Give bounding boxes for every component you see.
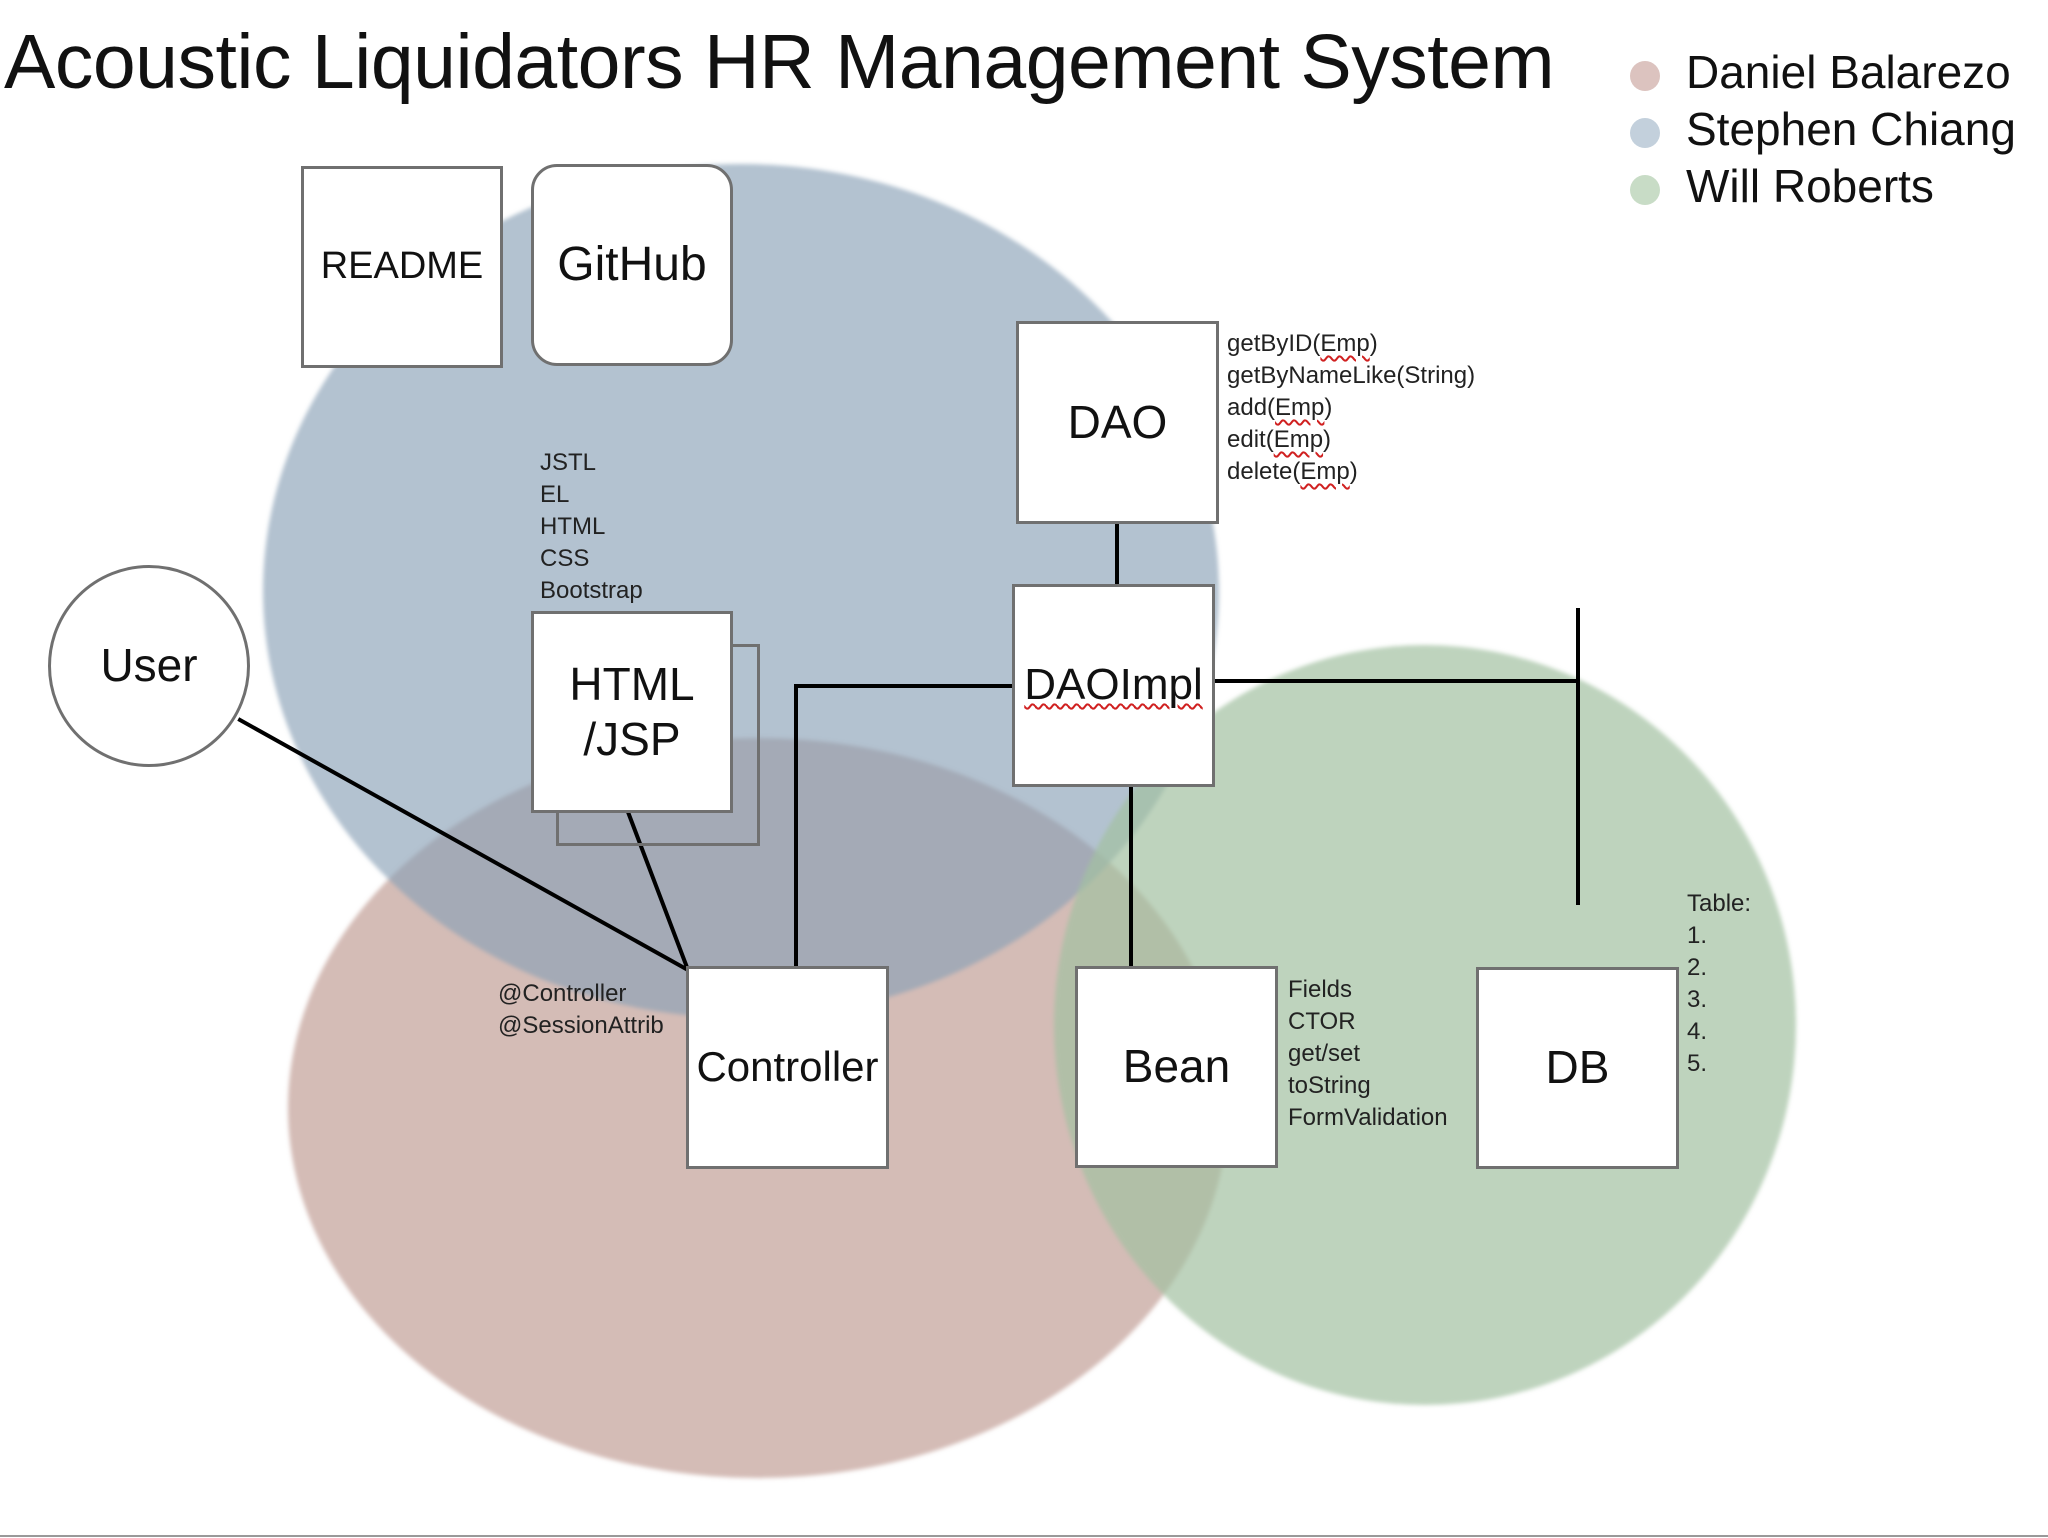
- db-label: DB: [1545, 1041, 1610, 1094]
- dao-method-item: delete(Emp): [1227, 458, 1358, 485]
- controller-label: Controller: [696, 1043, 879, 1091]
- readme-box[interactable]: README: [301, 166, 503, 368]
- bean-member-item: FormValidation: [1288, 1104, 1448, 1131]
- daoimpl-box: DAOImpl: [1012, 584, 1215, 787]
- user-label: User: [100, 639, 198, 692]
- html-jsp-box: HTML /JSP: [531, 611, 733, 813]
- html-jsp-label: HTML /JSP: [569, 657, 695, 765]
- venn-circle-will: [1054, 645, 1796, 1405]
- db-table-item: 2.: [1687, 954, 1708, 981]
- legend-label: Stephen Chiang: [1686, 103, 2016, 155]
- bean-member-item: CTOR: [1288, 1008, 1356, 1035]
- annotation-item: @SessionAttrib: [498, 1012, 664, 1039]
- dao-label: DAO: [1067, 395, 1168, 448]
- view-tech-item: Bootstrap: [540, 577, 643, 604]
- view-tech-item: CSS: [540, 545, 590, 572]
- legend-swatch: [1630, 118, 1660, 148]
- daoimpl-label: DAOImpl: [1024, 660, 1203, 710]
- legend-swatch: [1630, 61, 1660, 91]
- bean-member-item: toString: [1288, 1072, 1371, 1099]
- bean-member-item: get/set: [1288, 1040, 1361, 1067]
- controller-annotations: @Controller @SessionAttrib: [498, 978, 664, 1042]
- view-tech-list: JSTL EL HTML CSS Bootstrap: [540, 447, 643, 607]
- dao-method-item: add(Emp): [1227, 394, 1333, 421]
- bean-member-item: Fields: [1288, 976, 1353, 1003]
- db-table-item: 3.: [1687, 986, 1708, 1013]
- page-title: Acoustic Liquidators HR Management Syste…: [4, 19, 1555, 105]
- dao-method-item: getByID(Emp): [1227, 330, 1378, 357]
- legend-label: Daniel Balarezo: [1686, 46, 2011, 98]
- user-node: User: [48, 565, 250, 767]
- view-tech-item: JSTL: [540, 449, 597, 476]
- readme-label: README: [320, 245, 484, 288]
- controller-box: Controller: [686, 966, 889, 1169]
- db-table-item: 4.: [1687, 1018, 1708, 1045]
- db-table-item: 5.: [1687, 1050, 1708, 1077]
- dao-method-item: edit(Emp): [1227, 426, 1332, 453]
- github-box[interactable]: GitHub: [531, 164, 733, 366]
- bean-members-list: Fields CTOR get/set toString FormValidat…: [1288, 974, 1448, 1134]
- github-label: GitHub: [557, 238, 707, 292]
- legend-label: Will Roberts: [1686, 160, 1934, 212]
- bean-box: Bean: [1075, 966, 1278, 1168]
- annotation-item: @Controller: [498, 980, 627, 1007]
- dao-methods-list: getByID(Emp) getByNameLike(String) add(E…: [1227, 328, 1475, 488]
- db-table-item: 1.: [1687, 922, 1708, 949]
- db-box: DB: [1476, 967, 1679, 1169]
- view-tech-item: HTML: [540, 513, 606, 540]
- dao-method-item: getByNameLike(String): [1227, 362, 1476, 389]
- db-table-list: Table: 1. 2. 3. 4. 5.: [1687, 888, 1751, 1080]
- db-table-item: Table:: [1687, 890, 1752, 917]
- bean-label: Bean: [1122, 1040, 1231, 1093]
- view-tech-item: EL: [540, 481, 570, 508]
- legend-swatch: [1630, 175, 1660, 205]
- bottom-divider: [0, 1535, 2048, 1537]
- dao-box: DAO: [1016, 321, 1219, 524]
